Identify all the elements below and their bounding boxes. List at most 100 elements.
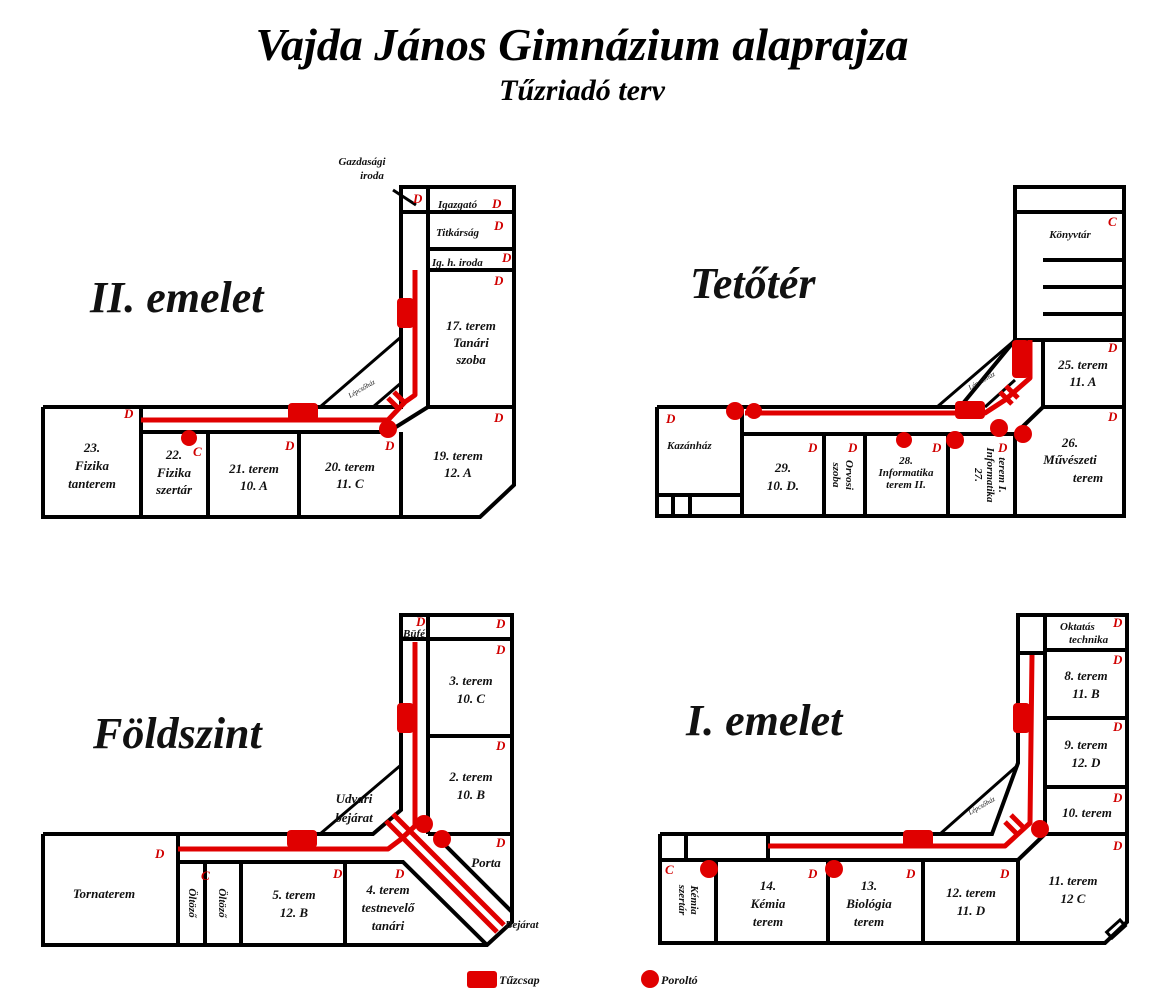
corridor-wall-ground	[178, 860, 489, 947]
closet-marker: C	[201, 868, 210, 883]
door-marker: D	[394, 866, 405, 881]
corridor-wall-second	[141, 270, 430, 434]
floor-label-first: I. emelet	[685, 696, 844, 745]
door-marker: D	[1107, 409, 1118, 424]
door-marker: D	[332, 866, 343, 881]
extinguisher-icon	[825, 860, 843, 878]
door-marker: D	[997, 440, 1008, 455]
extinguisher-icon	[1014, 425, 1032, 443]
door-marker: D	[1112, 790, 1123, 805]
entrance-route	[384, 812, 506, 934]
outline-first	[658, 613, 1129, 945]
legend-extinguisher-icon	[641, 970, 659, 988]
door-marker: D	[495, 738, 506, 753]
room-29: 29.10. D.	[767, 460, 799, 493]
main-title: Vajda János Gimnázium alaprajza	[255, 19, 908, 70]
extinguisher-icon	[746, 403, 762, 419]
door-marker: D	[154, 846, 165, 861]
door-marker: D	[807, 866, 818, 881]
door-marker: D	[384, 438, 395, 453]
extinguisher-icon	[700, 860, 718, 878]
subtitle: Tűzriadó terv	[499, 74, 666, 107]
stair-marker	[998, 384, 1020, 406]
outline-ground	[41, 613, 514, 947]
room-chem-store: Kémiaszertár	[676, 884, 700, 916]
extinguisher-icon	[379, 420, 397, 438]
hydrant-icon	[1013, 703, 1030, 733]
room-boiler: Kazánház	[666, 440, 712, 452]
callout-line	[392, 188, 417, 207]
door-marker: D	[807, 440, 818, 455]
door-marker: D	[1112, 615, 1123, 630]
door-marker: D	[1112, 719, 1123, 734]
room-ighiroda: Ig. h. iroda	[431, 257, 483, 269]
entrance-wall	[432, 832, 514, 914]
floor-label-attic: Tetőtér	[690, 259, 816, 308]
stair-wall	[319, 335, 402, 409]
floor-label-second: II. emelet	[89, 273, 265, 322]
room-titkarsag: Titkárság	[436, 227, 479, 239]
floor-label-ground: Földszint	[92, 709, 264, 758]
room-27: 27.Informatikaterem I.	[972, 446, 1008, 503]
door-marker: D	[493, 410, 504, 425]
stairs-label: Lépcsőház	[966, 370, 997, 392]
door-marker: D	[847, 440, 858, 455]
legend-extinguisher-label: Poroltó	[661, 973, 698, 987]
hydrant-icon	[397, 703, 414, 733]
hydrant-icon	[397, 298, 414, 328]
legend-hydrant-icon	[467, 971, 497, 988]
room-doctor: Orvosiszoba	[830, 460, 855, 491]
room-locker-2: Öltöző	[216, 888, 229, 919]
door-marker: D	[1112, 652, 1123, 667]
door-marker: D	[1112, 838, 1123, 853]
closet-marker: C	[665, 862, 674, 877]
closet-marker: C	[193, 444, 202, 459]
stair-wall	[319, 763, 402, 836]
door-marker: D	[495, 642, 506, 657]
room-igazgato: Igazgató	[437, 199, 478, 211]
legend: Tűzcsap Poroltó	[467, 970, 698, 988]
hydrant-icon	[288, 403, 318, 421]
hydrant-icon	[1012, 340, 1029, 378]
room-library: Könyvtár	[1048, 229, 1091, 241]
escape-route	[178, 642, 418, 852]
extinguisher-icon	[946, 431, 964, 449]
door-marker: D	[284, 438, 295, 453]
stair-wall	[936, 338, 1016, 409]
door-marker: D	[123, 406, 134, 421]
stair-marker	[1003, 813, 1025, 836]
room-locker-1: Öltöző	[186, 888, 199, 919]
door-marker: D	[999, 866, 1010, 881]
stair-marker	[386, 390, 408, 412]
escape-route	[768, 654, 1035, 849]
door-marker: D	[495, 835, 506, 850]
extinguisher-icon	[433, 830, 451, 848]
door-marker: D	[665, 411, 676, 426]
extinguisher-icon	[415, 815, 433, 833]
extinguisher-icon	[896, 432, 912, 448]
